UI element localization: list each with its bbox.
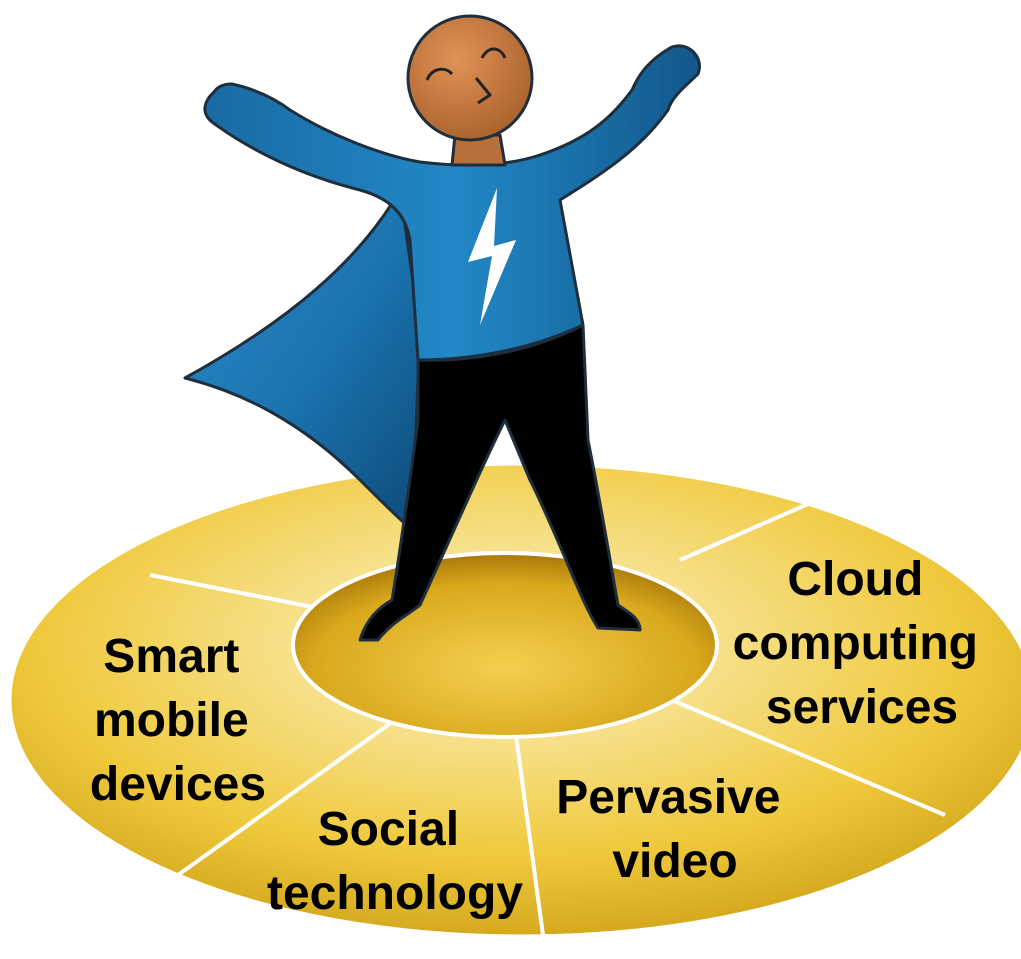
label-pervasive-video: Pervasive video bbox=[556, 771, 794, 888]
left-eye bbox=[425, 67, 454, 81]
segment-labels: Smart mobile devices Social technology P… bbox=[90, 553, 992, 920]
label-cloud-computing: Cloud computing services bbox=[733, 553, 992, 734]
pants bbox=[358, 323, 642, 642]
label-smart-mobile: Smart mobile devices bbox=[90, 630, 266, 811]
label-pervasive-video-line-1: Pervasive bbox=[556, 771, 780, 824]
right-eye bbox=[480, 47, 507, 59]
label-social-technology-line-2: technology bbox=[267, 867, 523, 920]
head bbox=[406, 14, 534, 142]
shirt bbox=[203, 44, 701, 362]
divider-left bbox=[148, 718, 397, 897]
divider-right bbox=[647, 688, 946, 817]
label-cloud-computing-line-2: computing bbox=[733, 617, 978, 670]
divider-upper-left bbox=[149, 573, 339, 614]
center-hub bbox=[291, 551, 719, 739]
label-social-technology: Social technology bbox=[267, 803, 523, 920]
label-smart-mobile-line-3: devices bbox=[90, 758, 266, 811]
label-pervasive-video-line-2: video bbox=[612, 835, 737, 888]
superhero-figure bbox=[183, 14, 701, 642]
label-social-technology-line-1: Social bbox=[318, 803, 459, 856]
label-smart-mobile-line-2: mobile bbox=[94, 694, 249, 747]
label-cloud-computing-line-3: services bbox=[766, 681, 958, 734]
nose bbox=[474, 77, 492, 105]
cape bbox=[183, 188, 422, 532]
label-cloud-computing-line-1: Cloud bbox=[787, 553, 923, 606]
label-smart-mobile-line-1: Smart bbox=[103, 630, 239, 683]
lightning-bolt-icon bbox=[468, 188, 516, 325]
divider-bottom bbox=[513, 727, 547, 936]
